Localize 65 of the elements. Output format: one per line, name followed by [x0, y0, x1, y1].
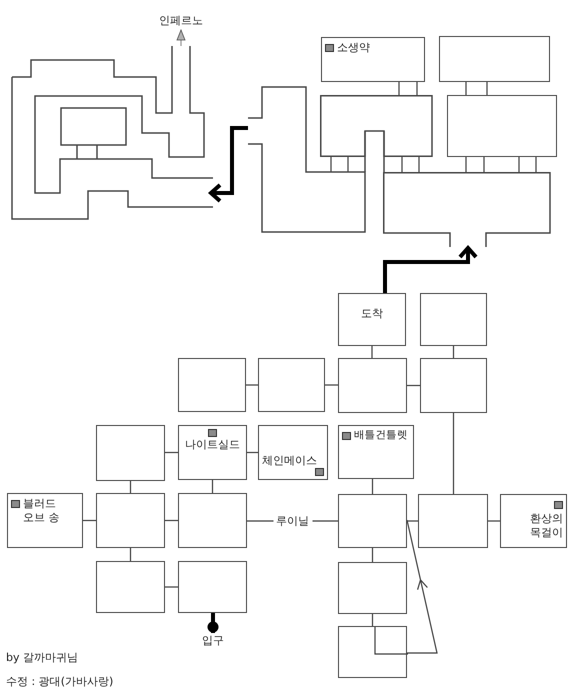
passage-line	[130, 548, 132, 561]
room-label: 배틀건틀렛	[354, 429, 408, 442]
room-box	[178, 493, 247, 548]
corridor	[330, 156, 349, 173]
passage-line	[165, 586, 178, 588]
map-label: 입구	[202, 634, 224, 648]
credit-note: 수정 : 광대(가바사랑)	[6, 674, 114, 689]
passage-line	[372, 614, 374, 626]
room-label: 도착	[361, 307, 383, 321]
room-box	[439, 36, 550, 82]
room-box	[500, 494, 567, 548]
room-box	[258, 425, 328, 480]
credit-note: by 갈까마귀님	[6, 650, 78, 665]
passage-line	[165, 520, 178, 522]
passage-line	[165, 452, 178, 454]
passage-line	[212, 480, 214, 493]
passage-line	[452, 413, 454, 494]
corridor	[401, 156, 420, 173]
passage-line	[407, 520, 418, 522]
room-box	[178, 358, 246, 412]
passage-line	[488, 520, 500, 522]
corridor	[465, 156, 485, 173]
room-box	[338, 358, 407, 413]
room-label: 체인메이스	[262, 454, 317, 468]
room-label: 환상의 목걸이	[529, 512, 563, 540]
room-box	[418, 494, 488, 548]
corridor	[465, 81, 488, 96]
passage-line	[246, 384, 258, 386]
room-label: 블러드 오브 송	[23, 497, 60, 524]
room-box	[420, 358, 487, 413]
corridor	[398, 81, 418, 96]
room-label: 나이트실드	[185, 438, 240, 452]
passage-line	[407, 384, 420, 386]
room-box	[338, 293, 406, 346]
passage-line	[130, 481, 132, 493]
corridor	[518, 156, 537, 173]
room-box	[96, 561, 165, 613]
map-label: 인페르노	[159, 14, 203, 28]
entrance-marker	[208, 613, 218, 633]
route-arrow	[383, 246, 478, 293]
room-box	[321, 37, 425, 82]
route-arrow	[209, 126, 248, 203]
room-box	[7, 493, 83, 548]
passage-line	[452, 346, 454, 358]
edge-label: 루이닐	[273, 514, 312, 528]
passage-line	[83, 520, 96, 522]
room-box	[338, 494, 407, 548]
arrow	[406, 519, 438, 654]
arrow	[176, 30, 186, 46]
room-box	[258, 358, 325, 412]
room-box	[178, 561, 247, 613]
room-box	[447, 95, 557, 157]
room-box	[96, 493, 165, 548]
room-box	[178, 425, 247, 480]
room-box	[96, 425, 165, 481]
room-box	[420, 293, 487, 346]
room-label: 소생약	[337, 41, 370, 55]
room-box	[338, 425, 414, 479]
passage-line	[247, 452, 258, 454]
passage-line	[371, 346, 373, 358]
room-box	[338, 562, 407, 614]
room-box	[338, 626, 407, 678]
passage-line	[372, 548, 374, 562]
passage-line	[372, 479, 374, 494]
passage-line	[325, 384, 338, 386]
